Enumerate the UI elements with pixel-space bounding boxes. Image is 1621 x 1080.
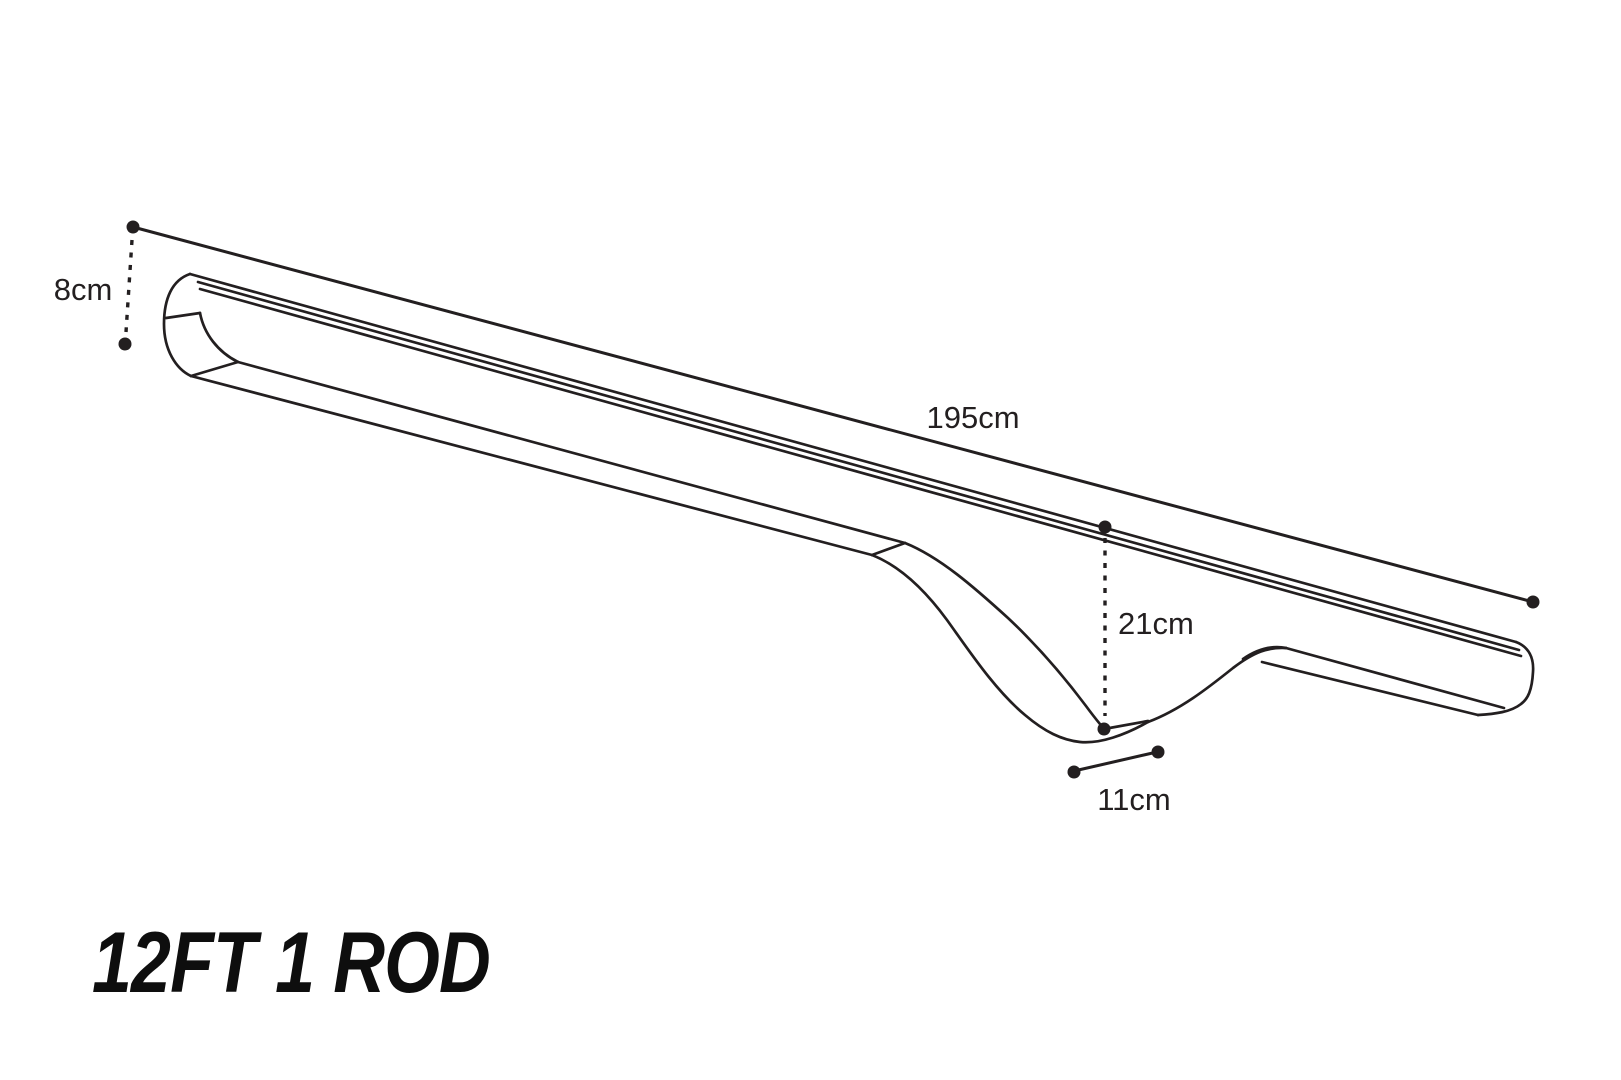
hump-crest-fold	[1241, 645, 1288, 661]
dimension-195cm-end-dot	[1526, 595, 1540, 609]
rod-sleeve-drawing	[162, 272, 1535, 744]
dip-depth-dimension-label: 21cm	[1118, 606, 1194, 641]
zip-rim-lower-line	[198, 287, 1523, 658]
dip-start-seam	[870, 541, 907, 557]
right-cap-outline	[1476, 640, 1535, 717]
dimension-195cm-start-dot	[126, 220, 140, 234]
dimension-21cm: 21cm	[1097, 520, 1194, 736]
dimension-11cm-right-dot	[1151, 745, 1165, 759]
dimension-195cm: 195cm	[126, 220, 1540, 609]
dimension-21cm-top-dot	[1098, 520, 1112, 534]
dimension-8cm-dashed-line	[124, 239, 134, 333]
dimension-annotations: 195cm 8cm 21cm 11cm	[54, 220, 1540, 817]
zip-rim-upper-line	[196, 280, 1521, 652]
wedge-top-line	[1284, 646, 1506, 710]
dip-back-curve	[870, 553, 1150, 744]
dip-rising-curve	[1146, 646, 1288, 724]
diagram-title: 12FT 1 ROD	[92, 915, 490, 1011]
left-cap-outline	[162, 272, 193, 378]
dip-base-dimension-label: 11cm	[1097, 782, 1171, 817]
top-edge-line	[188, 272, 1518, 644]
dimension-8cm: 8cm	[54, 239, 134, 351]
left-cap-face-curve	[198, 311, 240, 364]
front-crease-line	[236, 360, 907, 545]
dimension-11cm-left-dot	[1067, 765, 1081, 779]
dimension-8cm-end-dot	[118, 337, 132, 351]
end-height-dimension-label: 8cm	[54, 272, 113, 307]
dimension-11cm: 11cm	[1067, 745, 1171, 817]
dimension-21cm-bottom-dot	[1097, 722, 1111, 736]
dimension-11cm-line	[1072, 750, 1159, 773]
bottom-edge-line	[189, 374, 874, 557]
length-dimension-label: 195cm	[926, 400, 1019, 435]
dip-front-curve	[903, 541, 1150, 731]
left-cap-bottom-seam	[189, 360, 240, 378]
left-cap-seam	[164, 311, 202, 320]
wedge-bottom-line	[1260, 660, 1480, 717]
dimension-195cm-line	[131, 225, 1535, 604]
